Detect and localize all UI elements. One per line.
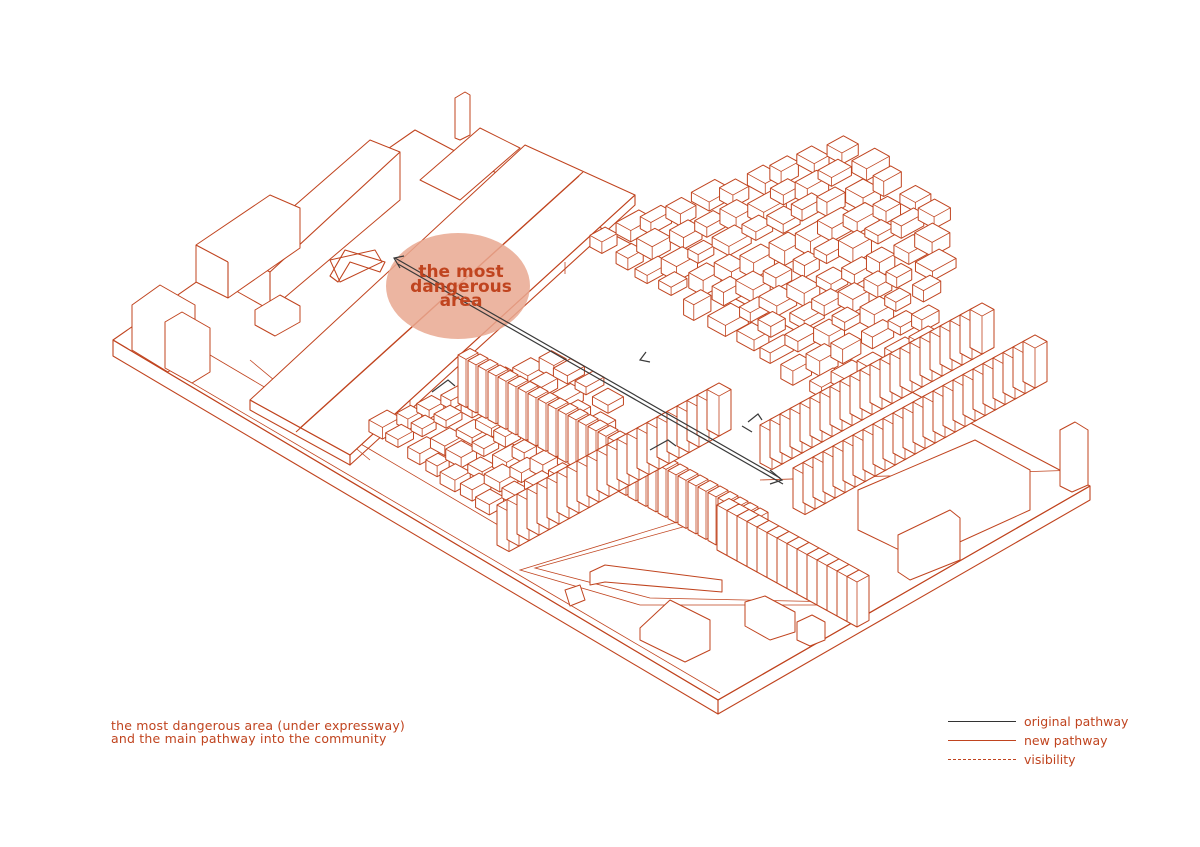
callout-line-3: area: [440, 291, 483, 311]
building-block: [385, 423, 414, 448]
building-block: [687, 239, 715, 264]
legend-label: new pathway: [1024, 733, 1108, 748]
building-block: [658, 271, 688, 296]
legend-item-visibility: visibility: [948, 750, 1188, 769]
legend-item-original-pathway: original pathway: [948, 712, 1188, 731]
building-block: [815, 266, 849, 294]
building-block: [863, 270, 893, 299]
legend-swatch-original: [948, 721, 1016, 722]
building-block: [471, 433, 500, 458]
building-block: [665, 196, 697, 227]
legend-swatch-new: [948, 740, 1016, 741]
callout-line-2: dangerous: [410, 277, 512, 297]
building-block: [872, 165, 902, 197]
building-block: [826, 135, 859, 165]
building-block: [914, 222, 951, 257]
lower-buildings: [564, 421, 1089, 663]
original-pathway: [393, 255, 784, 485]
building-block: [890, 207, 925, 239]
diagram-caption: the most dangerous area (under expresswa…: [111, 719, 405, 745]
building-block: [694, 210, 726, 238]
building-block: [719, 178, 750, 208]
callout-line-1: the most: [418, 262, 503, 282]
building-block: [885, 262, 913, 289]
building-block: [636, 227, 671, 261]
building-block: [433, 404, 463, 429]
caption-line-1: the most dangerous area (under expresswa…: [111, 718, 406, 733]
building-block: [917, 198, 951, 230]
building-block: [762, 261, 793, 290]
building-block: [884, 287, 912, 312]
building-block: [410, 414, 437, 438]
building-block: [817, 158, 852, 187]
legend-swatch-visibility: [948, 759, 1016, 760]
building-block: [683, 289, 712, 321]
danger-zone-highlight: [386, 233, 530, 339]
building-block: [780, 353, 813, 386]
building-block: [914, 248, 957, 282]
legend-label: original pathway: [1024, 714, 1129, 729]
building-block: [757, 310, 786, 338]
caption-line-2: and the main pathway into the community: [111, 731, 387, 746]
pedestrian-bridge: [329, 249, 386, 283]
building-block: [846, 569, 870, 628]
building-block: [769, 155, 799, 187]
legend: original pathway new pathway visibility: [948, 712, 1188, 769]
danger-callout: the most dangerous area: [410, 262, 512, 311]
building-block: [741, 214, 774, 241]
building-block: [830, 332, 862, 365]
building-block: [591, 387, 624, 414]
row-houses: [457, 302, 1048, 628]
building-block: [669, 219, 703, 250]
legend-item-new-pathway: new pathway: [948, 731, 1188, 750]
building-block: [589, 226, 618, 254]
legend-label: visibility: [1024, 752, 1076, 767]
